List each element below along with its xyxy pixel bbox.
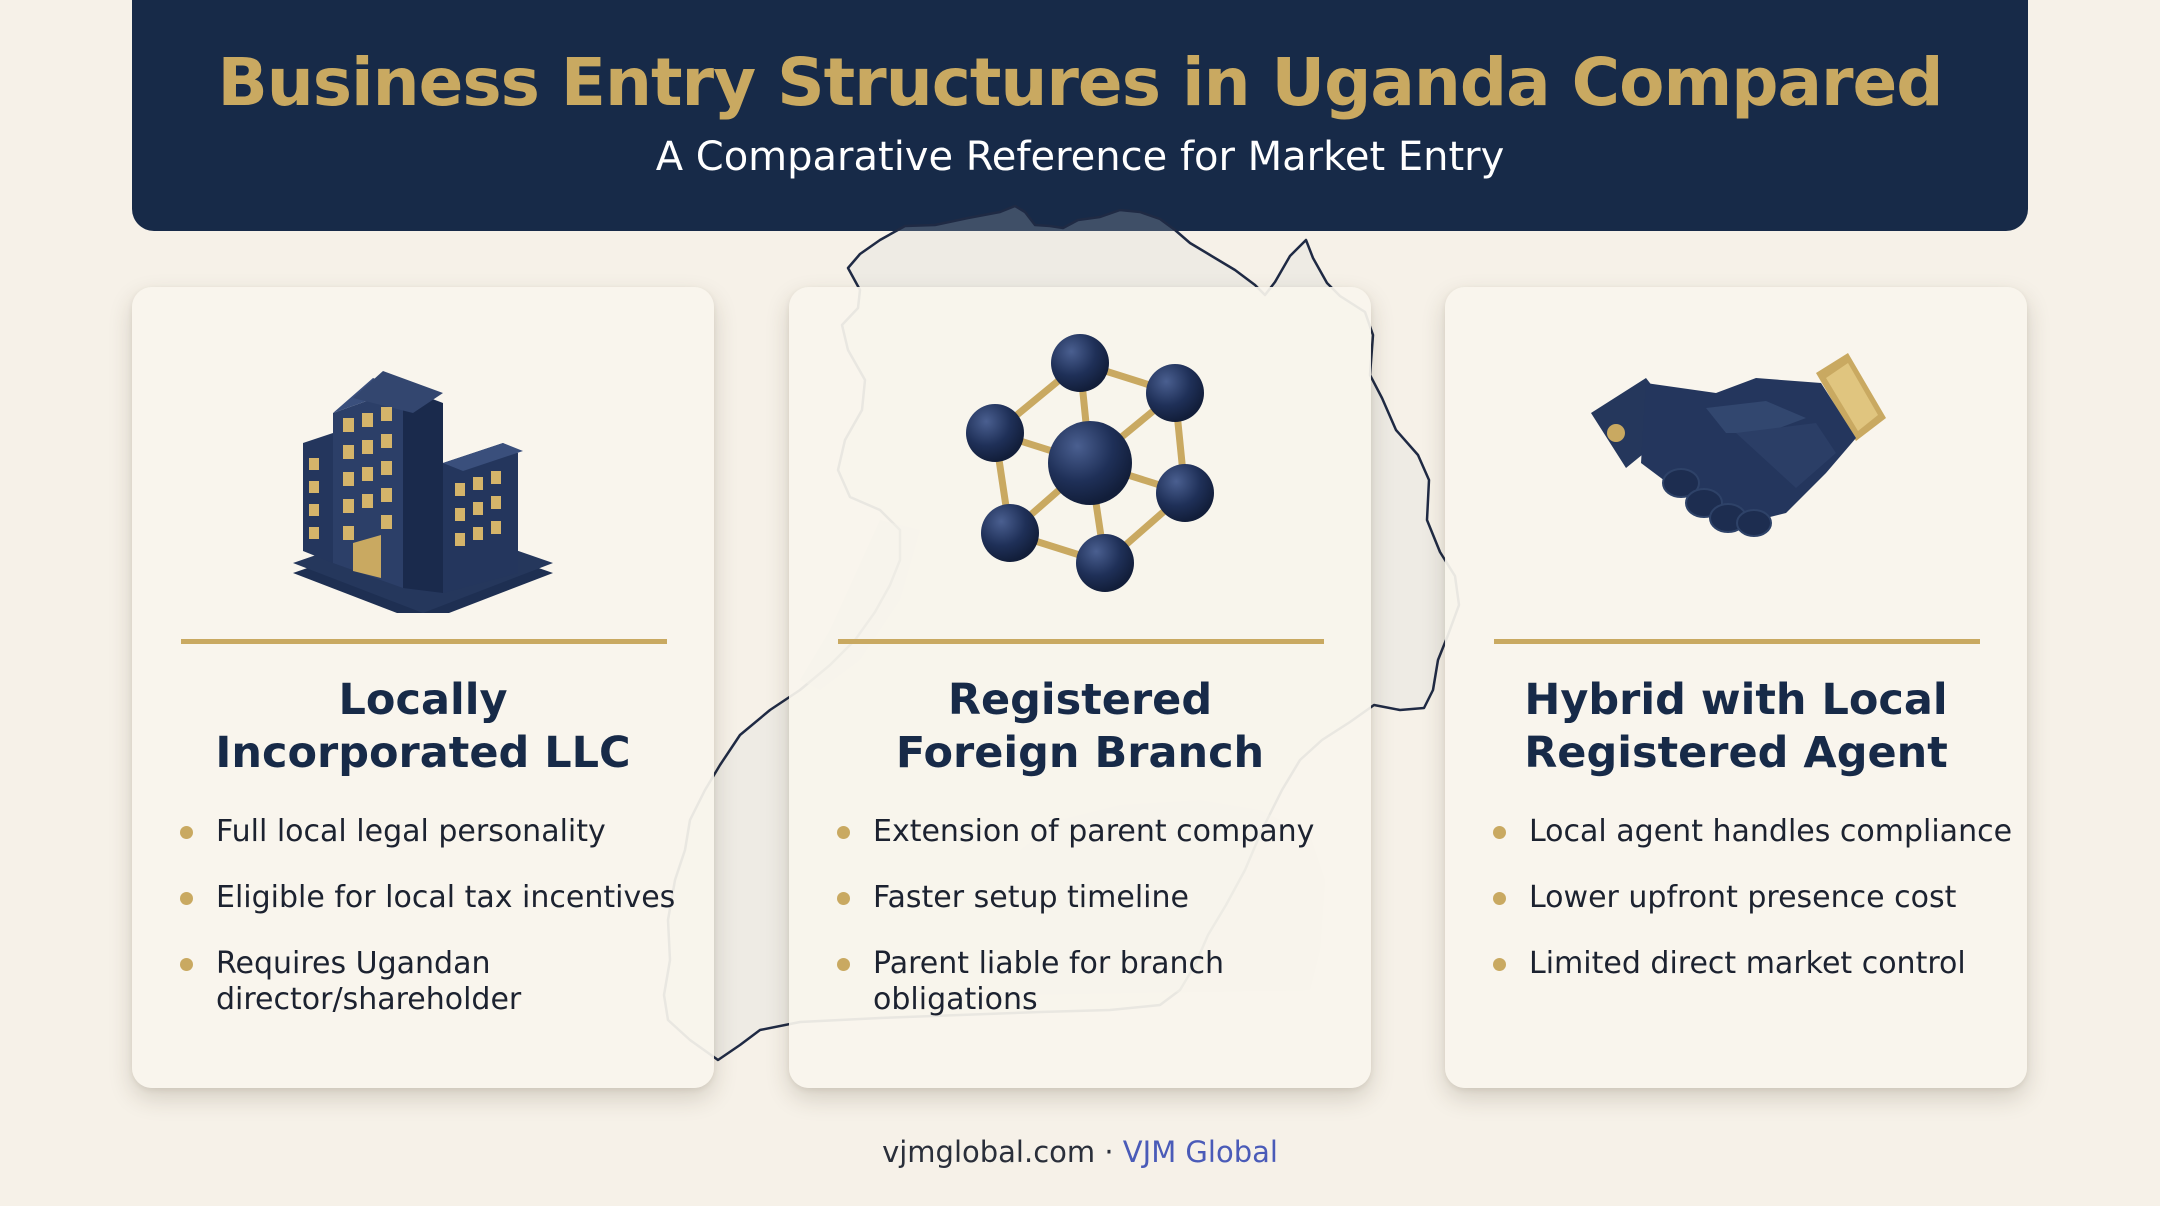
- list-item: Lower upfront presence cost: [1493, 880, 2017, 916]
- footer: vjmglobal.com · VJM Global: [0, 1135, 2160, 1169]
- card-title: Registered Foreign Branch: [895, 675, 1265, 778]
- page-subtitle: A Comparative Reference for Market Entry: [655, 134, 1505, 180]
- divider-line: [838, 639, 1324, 644]
- divider-line: [1494, 639, 1980, 644]
- office-building-icon: [293, 371, 553, 613]
- handshake-icon: [1591, 353, 1886, 537]
- header-banner: Business Entry Structures in Uganda Comp…: [132, 0, 2028, 231]
- card-title: Hybrid with Local Registered Agent: [1524, 675, 1948, 778]
- footer-brand-link[interactable]: VJM Global: [1122, 1135, 1278, 1169]
- list-item: Faster setup timeline: [837, 880, 1361, 916]
- bullet-list: Extension of parent company Faster setup…: [837, 814, 1361, 1048]
- list-item: Extension of parent company: [837, 814, 1361, 850]
- card-hybrid-local-agent: Hybrid with Local Registered Agent Local…: [1445, 287, 2027, 1088]
- bullet-list: Local agent handles compliance Lower upf…: [1493, 814, 2017, 1012]
- bullet-list: Full local legal personality Eligible fo…: [180, 814, 704, 1048]
- network-nodes-icon: [966, 334, 1214, 592]
- list-item: Eligible for local tax incentives: [180, 880, 704, 916]
- list-item: Full local legal personality: [180, 814, 704, 850]
- page-title: Business Entry Structures in Uganda Comp…: [217, 44, 1943, 121]
- footer-site[interactable]: vjmglobal.com: [882, 1135, 1096, 1169]
- card-registered-foreign-branch: Registered Foreign Branch Extension of p…: [789, 287, 1371, 1088]
- footer-separator: ·: [1095, 1135, 1123, 1169]
- card-title: Locally Incorporated LLC: [215, 675, 631, 778]
- list-item: Local agent handles compliance: [1493, 814, 2017, 850]
- card-locally-incorporated-llc: Locally Incorporated LLC Full local lega…: [132, 287, 714, 1088]
- divider-line: [181, 639, 667, 644]
- list-item: Limited direct market control: [1493, 946, 2017, 982]
